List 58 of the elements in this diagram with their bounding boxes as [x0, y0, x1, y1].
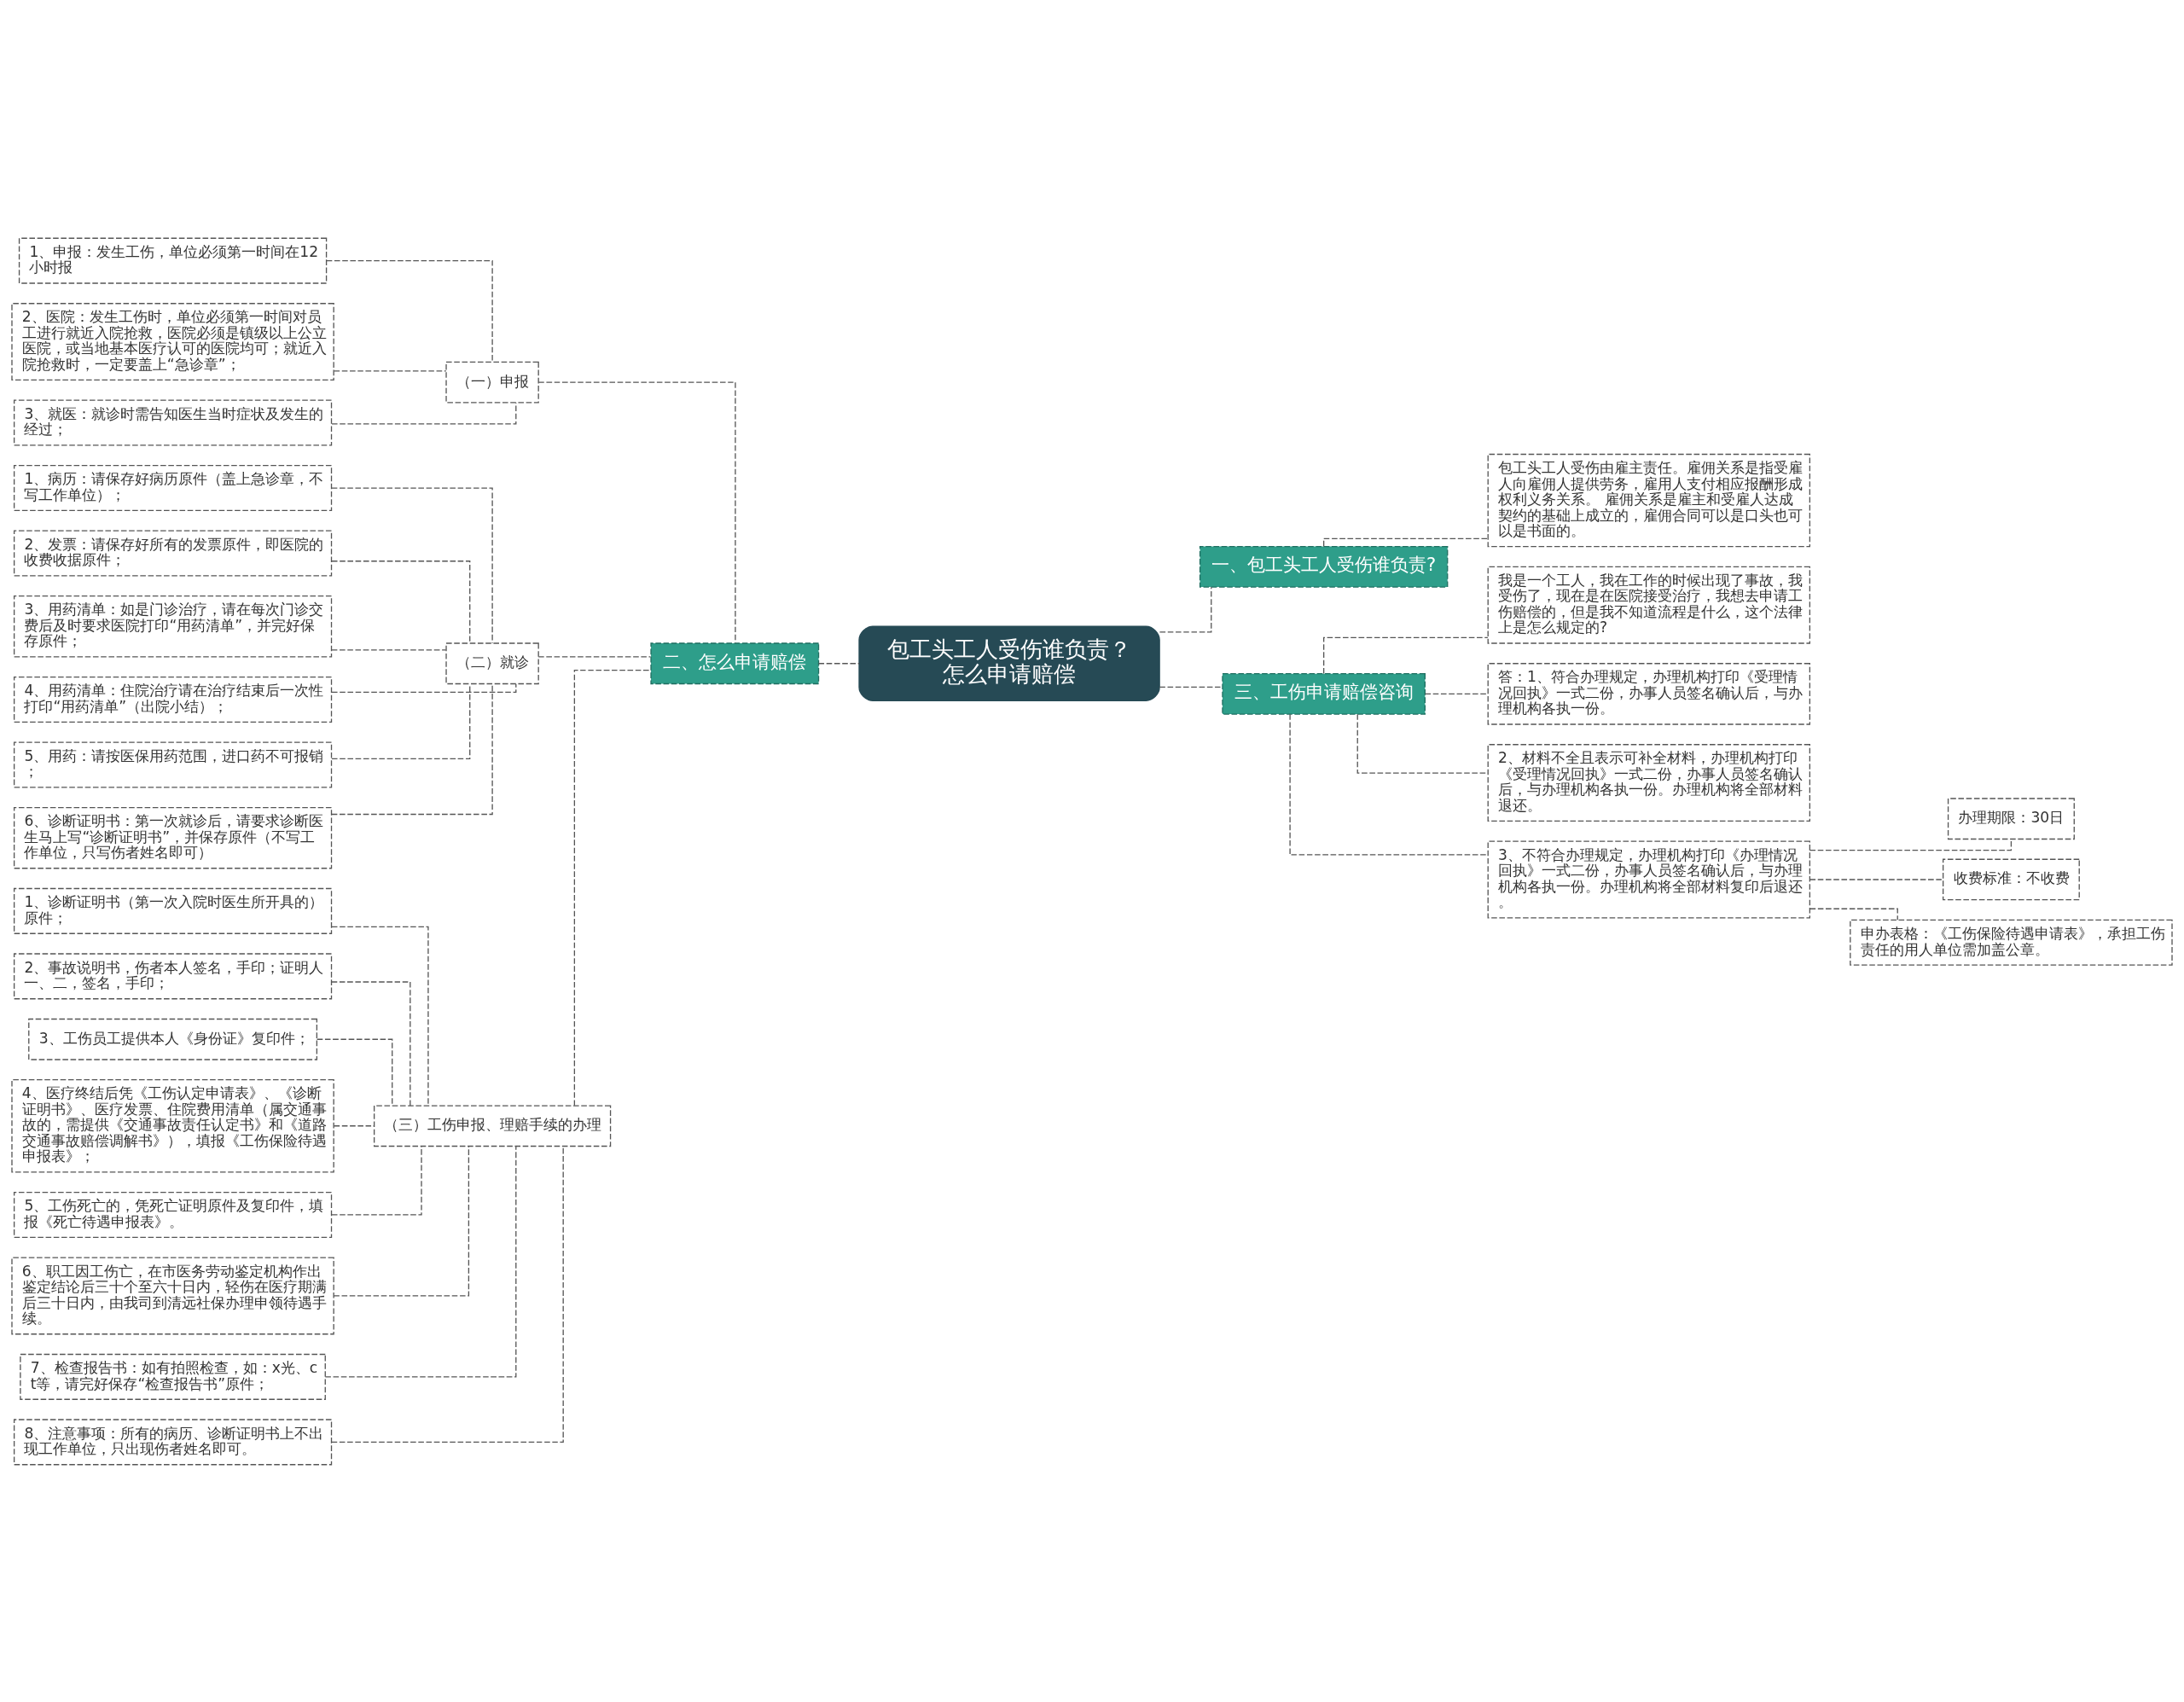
- node-box: 1、病历：请保存好病历原件（盖上急诊章，不写工作单位）；: [13, 464, 333, 511]
- node-box: （三）工伤申报、理赔手续的办理: [373, 1104, 612, 1147]
- node-box: 包工头工人受伤谁负责？怎么申请赔偿: [858, 625, 1160, 701]
- node-box: 办理期限：30日: [1947, 797, 2075, 839]
- connector: [333, 1145, 470, 1297]
- node-box: 1、申报：发生工伤，单位必须第一时间在12小时报: [18, 237, 328, 284]
- connector: [1159, 585, 1212, 632]
- node-box: 2、医院：发生工伤时，单位必须第一时间对员工进行就近入院抢救，医院必须是镇级以上公立医院，或当地基本医疗认可的医院均可；就近入院抢救时，一定要盖上“急诊章”；: [11, 302, 334, 380]
- node-box: 一、包工头工人受伤谁负责?: [1199, 545, 1449, 588]
- node-box: 2、事故说明书，伤者本人签名，手印；证明人一、二，签名，手印；: [13, 952, 333, 999]
- connector: [1289, 713, 1489, 856]
- connector: [1809, 878, 1943, 880]
- node-box: 4、用药清单：住院治疗请在治疗结束后一次性打印“用药清单”（出院小结）；: [13, 676, 333, 723]
- connector: [324, 1145, 517, 1377]
- node-box: 8、注意事项：所有的病历、诊断证明书上不出现工作单位，只出现伤者姓名即可。: [13, 1418, 333, 1465]
- node-box: 申办表格：《工伤保险待遇申请表》，承担工伤责任的用人单位需加盖公章。: [1850, 919, 2173, 966]
- node-box: 3、用药清单：如是门诊治疗，请在每次门诊交费后及时要求医院打印“用药清单”，并完好保存原件；: [13, 595, 333, 657]
- node-box: 3、不符合办理规定，办理机构打印《办理情况回执》一式二份，办事人员签名确认后，与办理机构各执一份。办理机构将全部材料复印后退还。: [1487, 839, 1811, 918]
- connector: [331, 926, 429, 1106]
- node-box: （二）就诊: [445, 642, 539, 684]
- node-box: 6、诊断证明书：第一次就诊后，请要求诊断医生马上写“诊断证明书”，并保存原件（不写工作单位，只写伤者姓名即可）: [13, 806, 333, 868]
- node-box: 2、发票：请保存好所有的发票原件，即医院的收费收据原件；: [13, 530, 333, 577]
- connector: [1323, 636, 1489, 674]
- connector: [817, 662, 860, 664]
- node-box: 收费标准：不收费: [1943, 858, 2080, 900]
- connector: [331, 401, 517, 425]
- node-box: 包工头工人受伤由雇主责任。雇佣关系是指受雇人向雇佣人提供劳务，雇用人支付相应报酬形成权利义务关系。 雇佣关系是雇主和受雇人达成契约的基础上成立的，雇佣合同可以是口头也可以是书面的。: [1487, 453, 1811, 547]
- node-box: 5、工伤死亡的，凭死亡证明原件及复印件，填报《死亡待遇申报表》。: [13, 1191, 333, 1238]
- connector: [537, 380, 736, 643]
- node-box: 1、诊断证明书（第一次入院时医生所开具的）原件；: [13, 887, 333, 934]
- node-box: 6、职工因工伤亡，在市医务劳动鉴定机构作出鉴定结论后三十个至六十日内，轻伤在医疗期满后三十日内，由我司到清远社保办理申领待遇手续。: [11, 1256, 334, 1334]
- connector: [330, 980, 411, 1107]
- node-box: （一）申报: [445, 361, 539, 403]
- connector: [1323, 537, 1489, 547]
- connector: [331, 486, 493, 643]
- node-box: 2、材料不全且表示可补全材料，办理机构打印《受理情况回执》一式二份，办事人员签名确认后，与办理机构各执一份。办理机构将全部材料退还。: [1487, 743, 1811, 822]
- node-box: 二、怎么申请赔偿: [650, 642, 820, 684]
- connector: [333, 369, 447, 372]
- connector: [316, 1038, 393, 1106]
- node-box: 我是一个工人，我在工作的时候出现了事故，我受伤了，现在是在医院接受治疗，我想去申请工伤赔偿的，但是我不知道流程是什么，这个法律上是怎么规定的?: [1487, 566, 1811, 644]
- connector: [1159, 686, 1223, 688]
- node-box: 答：1、符合办理规定，办理机构打印《受理情况回执》一式二份，办事人员签名确认后，与办理机构各执一份。: [1487, 662, 1811, 725]
- connector: [331, 683, 517, 693]
- node-box: 三、工伤申请赔偿咨询: [1222, 672, 1426, 715]
- connector: [573, 669, 652, 1106]
- node-box: 4、医疗终结后凭《工伤认定申请表》、《诊断证明书》、医疗发票、住院费用清单（属交通事故的，需提供《交通事故责任认定书》和《道路交通事故赔偿调解书》），填报《工伤保险待遇申报表》；: [11, 1078, 334, 1172]
- node-box: 7、检查报告书：如有拍照检查，如：x光、ct等，请完好保存“检查报告书”原件；: [20, 1353, 326, 1400]
- connector: [331, 1145, 564, 1443]
- connector: [331, 648, 447, 651]
- connector: [331, 560, 471, 643]
- node-box: 3、工伤员工提供本人《身份证》复印件；: [28, 1018, 318, 1060]
- node-box: 3、就医：就诊时需告知医生当时症状及发生的经过；: [13, 399, 333, 446]
- connector: [1425, 693, 1489, 694]
- connector: [331, 1145, 422, 1216]
- node-box: 5、用药：请按医保用药范围，进口药不可报销；: [13, 741, 333, 787]
- connector: [537, 655, 652, 657]
- connector: [326, 259, 493, 363]
- connector: [1809, 908, 1898, 921]
